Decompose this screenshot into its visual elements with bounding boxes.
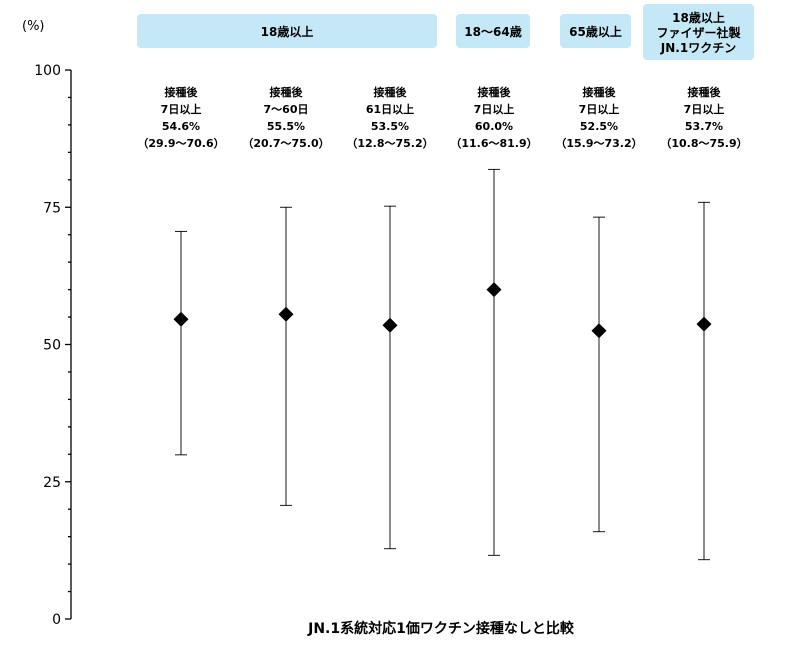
point-annotation: 60.0% xyxy=(475,120,513,133)
group-box xyxy=(560,14,631,48)
point-annotation: 53.7% xyxy=(685,120,723,133)
point-marker xyxy=(382,317,398,333)
point-annotation: （29.9～70.6） xyxy=(137,137,224,150)
group-label: JN.1ワクチン xyxy=(660,41,736,55)
group-box xyxy=(137,14,437,48)
point-marker xyxy=(278,306,294,322)
group-label: 18～64歳 xyxy=(464,24,521,39)
point-annotation: 接種後 xyxy=(478,85,512,99)
point-marker xyxy=(486,282,502,298)
point-annotation: 接種後 xyxy=(688,85,722,99)
point-annotation: 53.5% xyxy=(371,120,409,133)
point-annotation: （10.8～75.9） xyxy=(660,137,747,150)
y-tick-label: 0 xyxy=(52,612,61,628)
point-annotation: （11.6～81.9） xyxy=(450,137,537,150)
group-label: 18歳以上 xyxy=(261,24,314,39)
point-annotation: 7～60日 xyxy=(264,103,309,116)
group-label: 65歳以上 xyxy=(569,24,622,39)
point-annotation: 接種後 xyxy=(374,85,408,99)
point-marker xyxy=(696,316,712,332)
x-axis-label: JN.1系統対応1価ワクチン接種なしと比較 xyxy=(307,620,575,637)
point-annotation: 52.5% xyxy=(580,120,618,133)
y-tick-label: 75 xyxy=(43,200,61,216)
point-annotation: 7日以上 xyxy=(161,102,202,116)
point-annotation: 7日以上 xyxy=(579,102,620,116)
point-marker xyxy=(591,323,607,339)
y-unit-label: (%) xyxy=(22,19,45,34)
y-tick-label: 25 xyxy=(43,475,61,491)
point-annotation: 7日以上 xyxy=(684,102,725,116)
group-box xyxy=(643,4,754,60)
point-annotation: 61日以上 xyxy=(366,102,414,116)
group-label: ファイザー社製 xyxy=(656,25,741,40)
group-box xyxy=(456,14,530,48)
point-annotation: （12.8～75.2） xyxy=(346,137,433,150)
point-annotation: 接種後 xyxy=(583,85,617,99)
y-tick-label: 50 xyxy=(43,338,61,354)
y-tick-label: 100 xyxy=(34,63,61,79)
group-label: 18歳以上 xyxy=(672,10,725,25)
point-annotation: 接種後 xyxy=(270,85,304,99)
point-annotation: （20.7～75.0） xyxy=(242,137,329,150)
point-annotation: 7日以上 xyxy=(474,102,515,116)
point-annotation: 54.6% xyxy=(162,120,200,133)
point-annotation: 接種後 xyxy=(165,85,199,99)
point-marker xyxy=(173,311,189,327)
point-annotation: 55.5% xyxy=(267,120,305,133)
point-annotation: （15.9～73.2） xyxy=(555,137,642,150)
